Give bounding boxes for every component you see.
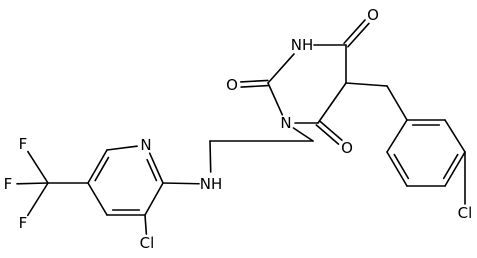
atom-label-f-bottom: F (19, 214, 28, 232)
bond-y2-n_pyridine (148, 152, 164, 184)
atom-label-n-ring: N (280, 114, 291, 132)
atom-label-cl-phenyl: Cl (458, 204, 473, 222)
bond-y3-cl_pyridine (144, 214, 148, 235)
bond-y6-y5 (87, 149, 108, 184)
bond-p4-p5-inner (442, 153, 459, 180)
atom-label-f-left: F (4, 175, 13, 193)
bond-c2-o_left (240, 79, 269, 83)
atom-label-o-left: O (226, 76, 238, 94)
bond-c6-o_bottom-second (318, 120, 343, 141)
atom-label-nh-ring: NH (291, 36, 314, 54)
bond-p5-p6 (444, 119, 466, 153)
bond-c4-o_top (347, 22, 370, 48)
bond-y6-y5-inner (94, 156, 110, 182)
bond-p1-p2 (386, 119, 408, 153)
bond-c2-o_left-second (240, 84, 269, 88)
bond-n_pyridine-y6 (106, 145, 138, 151)
bond-y5-y4 (87, 182, 108, 216)
bond-c5-ch2 (345, 82, 388, 87)
bond-layer (16, 19, 466, 235)
bond-c6-o_bottom (315, 124, 340, 145)
bond-c4-o_top-second (343, 19, 366, 45)
atom-label-nh-linker: NH (200, 175, 223, 193)
bond-n_ring-la (292, 127, 314, 142)
bond-y3-y2 (144, 182, 164, 216)
bond-c6-c5 (317, 82, 347, 124)
atom-label-f-top: F (19, 135, 28, 153)
bond-nh_linker-y2 (162, 182, 200, 185)
bond-p4-p5 (444, 151, 466, 187)
atom-label-n-pyridine: N (140, 136, 151, 154)
bond-nh_ring-c2 (267, 53, 295, 84)
bond-ch2-p1 (386, 85, 408, 121)
bond-lb-nh_linker (209, 140, 212, 173)
atom-label-o-top: O (367, 6, 379, 24)
atom-label-cl-pyridine: Cl (140, 234, 155, 252)
bond-cf3-f_top (27, 150, 49, 184)
bond-cf3-f_left (16, 182, 49, 185)
bond-p2-p3-inner (393, 153, 410, 180)
bond-y2-n_pyridine-inner (146, 158, 158, 182)
bond-p2-p3 (386, 151, 408, 187)
atom-label-o-bottom: O (341, 139, 353, 157)
bond-cf3-f_bottom (26, 182, 49, 217)
bond-c2-n_ring (267, 82, 284, 116)
